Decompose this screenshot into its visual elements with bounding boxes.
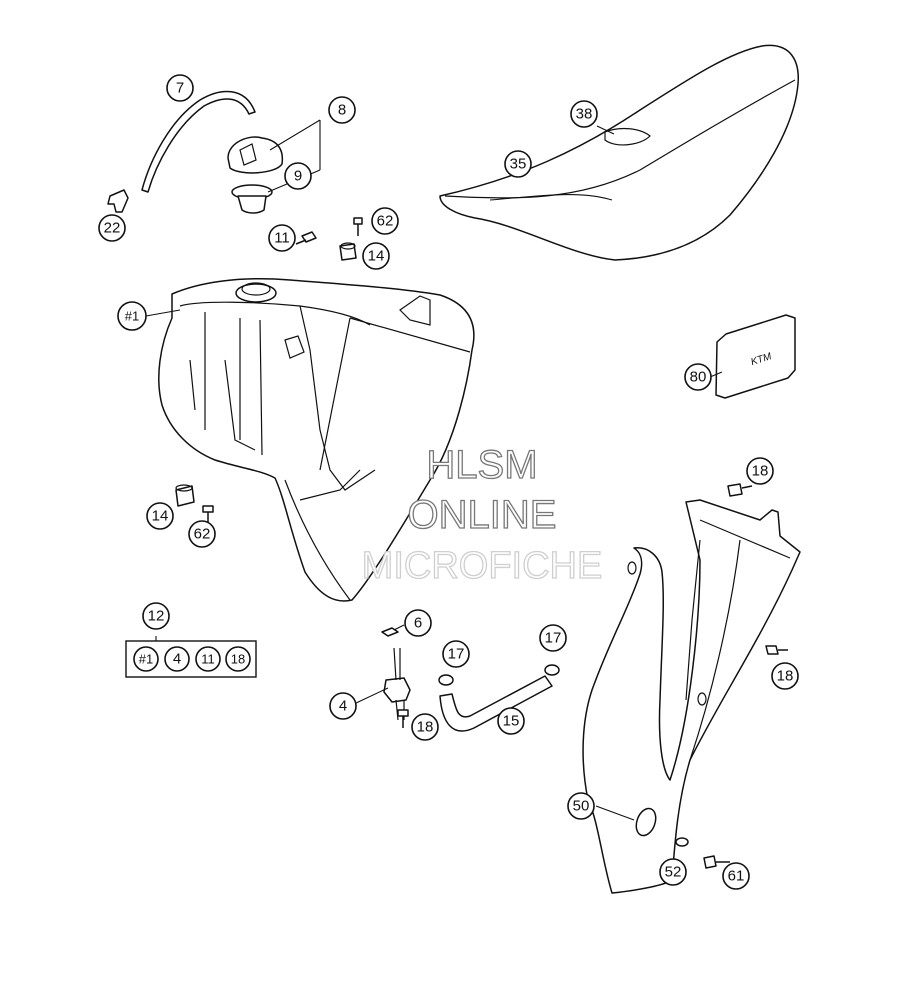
clamp-17-right bbox=[544, 664, 560, 676]
svg-text:4: 4 bbox=[173, 651, 181, 668]
washer-52 bbox=[675, 837, 689, 847]
svg-text:11: 11 bbox=[201, 652, 215, 667]
callout-8: 8 bbox=[328, 96, 356, 124]
fuel-tap bbox=[383, 647, 411, 721]
screw-62-top bbox=[353, 217, 363, 236]
callout-17-left: 17 bbox=[442, 640, 470, 668]
kit-item-18: 18 bbox=[225, 646, 251, 672]
callout-12: 12 bbox=[142, 602, 170, 630]
svg-text:18: 18 bbox=[777, 668, 794, 685]
svg-text:22: 22 bbox=[104, 220, 121, 237]
svg-text:11: 11 bbox=[274, 230, 290, 247]
callout-15: 15 bbox=[497, 707, 525, 735]
callout-62-left: 62 bbox=[188, 520, 216, 548]
svg-text:#1: #1 bbox=[125, 309, 139, 324]
watermark-line3: MICROFICHE bbox=[362, 545, 603, 587]
callout-6: 6 bbox=[404, 609, 432, 637]
callout-61: 61 bbox=[722, 862, 750, 890]
callout-18-right: 18 bbox=[771, 662, 799, 690]
svg-text:61: 61 bbox=[728, 868, 745, 885]
emblem-icon: KTM bbox=[715, 314, 796, 399]
svg-text:17: 17 bbox=[448, 646, 465, 663]
fuel-cap bbox=[227, 136, 284, 174]
callout-14-top: 14 bbox=[362, 242, 390, 270]
screw-18-upper bbox=[727, 483, 753, 497]
bushing-14-left bbox=[175, 484, 195, 507]
seat-icon bbox=[439, 44, 799, 261]
kit-contents-box: #1 4 11 18 bbox=[125, 640, 257, 678]
fuel-cap-gasket bbox=[231, 184, 273, 214]
callout-18-tap: 18 bbox=[411, 713, 439, 741]
svg-text:18: 18 bbox=[417, 719, 434, 736]
bushing-14-top bbox=[339, 242, 357, 261]
callout-17-right: 17 bbox=[539, 624, 567, 652]
svg-text:4: 4 bbox=[339, 698, 347, 715]
kit-item-1: #1 bbox=[133, 646, 159, 672]
fuel-tank-icon bbox=[158, 278, 475, 602]
screw-61 bbox=[703, 855, 730, 869]
svg-text:18: 18 bbox=[752, 463, 769, 480]
watermark: HLSM ONLINE MICROFICHE bbox=[361, 442, 603, 587]
svg-text:80: 80 bbox=[690, 369, 707, 386]
svg-text:9: 9 bbox=[294, 168, 302, 185]
watermark-line2: ONLINE bbox=[408, 493, 557, 537]
svg-text:17: 17 bbox=[545, 630, 562, 647]
watermark-line1: HLSM bbox=[426, 443, 537, 487]
svg-text:8: 8 bbox=[338, 102, 346, 119]
screw-18-tap bbox=[397, 709, 409, 728]
svg-text:15: 15 bbox=[503, 713, 520, 730]
callout-7: 7 bbox=[166, 74, 194, 102]
screw-18-right bbox=[765, 645, 788, 655]
callout-50: 50 bbox=[567, 792, 595, 820]
svg-text:#1: #1 bbox=[139, 652, 153, 667]
svg-text:62: 62 bbox=[194, 526, 211, 543]
kit-item-11: 11 bbox=[195, 646, 221, 672]
callout-80: 80 bbox=[684, 363, 712, 391]
clamp-17-left bbox=[438, 674, 454, 686]
callout-11: 11 bbox=[268, 224, 296, 252]
callout-35: 35 bbox=[504, 150, 532, 178]
breather-hose bbox=[141, 90, 256, 193]
svg-text:52: 52 bbox=[665, 864, 682, 881]
callout-1: #1 bbox=[117, 301, 147, 331]
callout-9: 9 bbox=[284, 162, 312, 190]
callout-38: 38 bbox=[570, 100, 598, 128]
kit-item-4: 4 bbox=[164, 646, 190, 672]
svg-text:38: 38 bbox=[576, 106, 593, 123]
svg-text:14: 14 bbox=[368, 248, 385, 265]
svg-text:14: 14 bbox=[152, 508, 169, 525]
callout-14-left: 14 bbox=[146, 502, 174, 530]
fuel-hose bbox=[439, 675, 553, 732]
callout-18-upper: 18 bbox=[746, 457, 774, 485]
callout-62-top: 62 bbox=[371, 207, 399, 235]
callout-52: 52 bbox=[659, 858, 687, 886]
vent-valve bbox=[107, 189, 129, 213]
svg-text:62: 62 bbox=[377, 213, 394, 230]
svg-text:6: 6 bbox=[414, 615, 422, 632]
callout-22: 22 bbox=[98, 214, 126, 242]
side-cover-icon bbox=[582, 499, 801, 894]
svg-text:50: 50 bbox=[573, 798, 590, 815]
screw-11 bbox=[295, 231, 317, 245]
svg-text:35: 35 bbox=[510, 156, 527, 173]
callout-4: 4 bbox=[329, 692, 357, 720]
svg-text:18: 18 bbox=[231, 652, 245, 667]
svg-text:12: 12 bbox=[148, 608, 165, 625]
svg-text:7: 7 bbox=[176, 80, 184, 97]
screw-62-left bbox=[202, 505, 214, 522]
